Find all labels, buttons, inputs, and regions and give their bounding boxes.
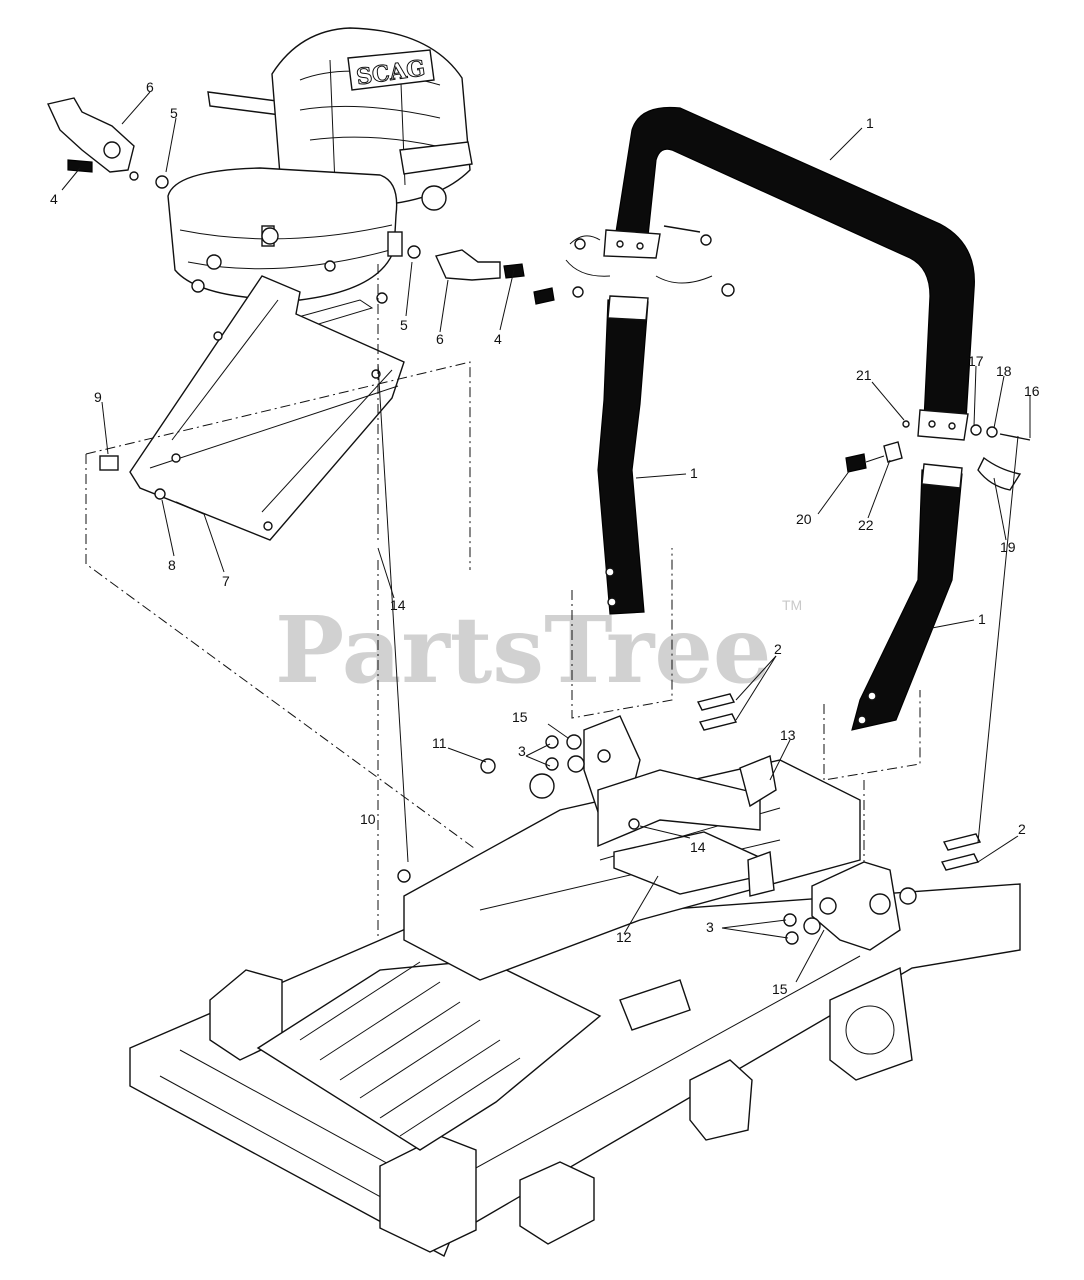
callout-4: 4: [50, 191, 58, 207]
rollbar-lower-right: [851, 463, 963, 731]
callout-15: 15: [772, 981, 788, 997]
callout-17: 17: [968, 353, 984, 369]
callout-7: 7: [222, 573, 230, 589]
hinge-hardware-left: [533, 225, 735, 305]
assembly-guide-rollbar-right: [823, 690, 921, 781]
callout-15: 15: [512, 709, 528, 725]
callout-12: 12: [616, 929, 632, 945]
callout-18: 18: [996, 363, 1012, 379]
callout-22: 22: [858, 517, 874, 533]
callout-3: 3: [706, 919, 714, 935]
callout-2: 2: [1018, 821, 1026, 837]
assembly-guide-rollbar-left: [571, 548, 673, 719]
callout-3: 3: [518, 743, 526, 759]
callout-leaders: [61, 91, 1031, 983]
mower-frame: [129, 693, 1021, 1257]
callout-1: 1: [690, 465, 698, 481]
callout-8: 8: [168, 557, 176, 573]
callout-2: 2: [774, 641, 782, 657]
seat-mount-plate: [99, 225, 405, 541]
seat-switch-right: [407, 245, 525, 281]
callout-10: 10: [360, 811, 376, 827]
callout-14: 14: [390, 597, 406, 613]
callout-5: 5: [400, 317, 408, 333]
rollbar-lower-left: [597, 295, 649, 615]
assembly-guide-seat-plate: [85, 454, 475, 849]
footrest-perforations: [299, 961, 521, 1137]
callout-21: 21: [856, 367, 872, 383]
callout-labels: 1 1 1 2 2 3 3 4 4 5 5 6 6 7 8 9 10 11 12…: [50, 79, 1040, 997]
assembly-guide-seat-plate-top: [85, 361, 471, 570]
watermark-trademark: TM: [782, 597, 802, 613]
callout-1: 1: [978, 611, 986, 627]
callout-1: 1: [866, 115, 874, 131]
seat-assembly: SCAG: [167, 27, 473, 355]
callout-5: 5: [170, 105, 178, 121]
callout-6: 6: [436, 331, 444, 347]
hinge-hardware-right: [845, 420, 1031, 491]
callout-19: 19: [1000, 539, 1016, 555]
callout-6: 6: [146, 79, 154, 95]
callout-16: 16: [1024, 383, 1040, 399]
callout-9: 9: [94, 389, 102, 405]
callout-13: 13: [780, 727, 796, 743]
watermark-text: PartsTree: [275, 596, 771, 704]
callout-11: 11: [432, 735, 447, 751]
seat-switch-left: [47, 97, 169, 189]
callout-4: 4: [494, 331, 502, 347]
rollbar-upper: [603, 106, 975, 441]
callout-14: 14: [690, 839, 706, 855]
callout-20: 20: [796, 511, 812, 527]
